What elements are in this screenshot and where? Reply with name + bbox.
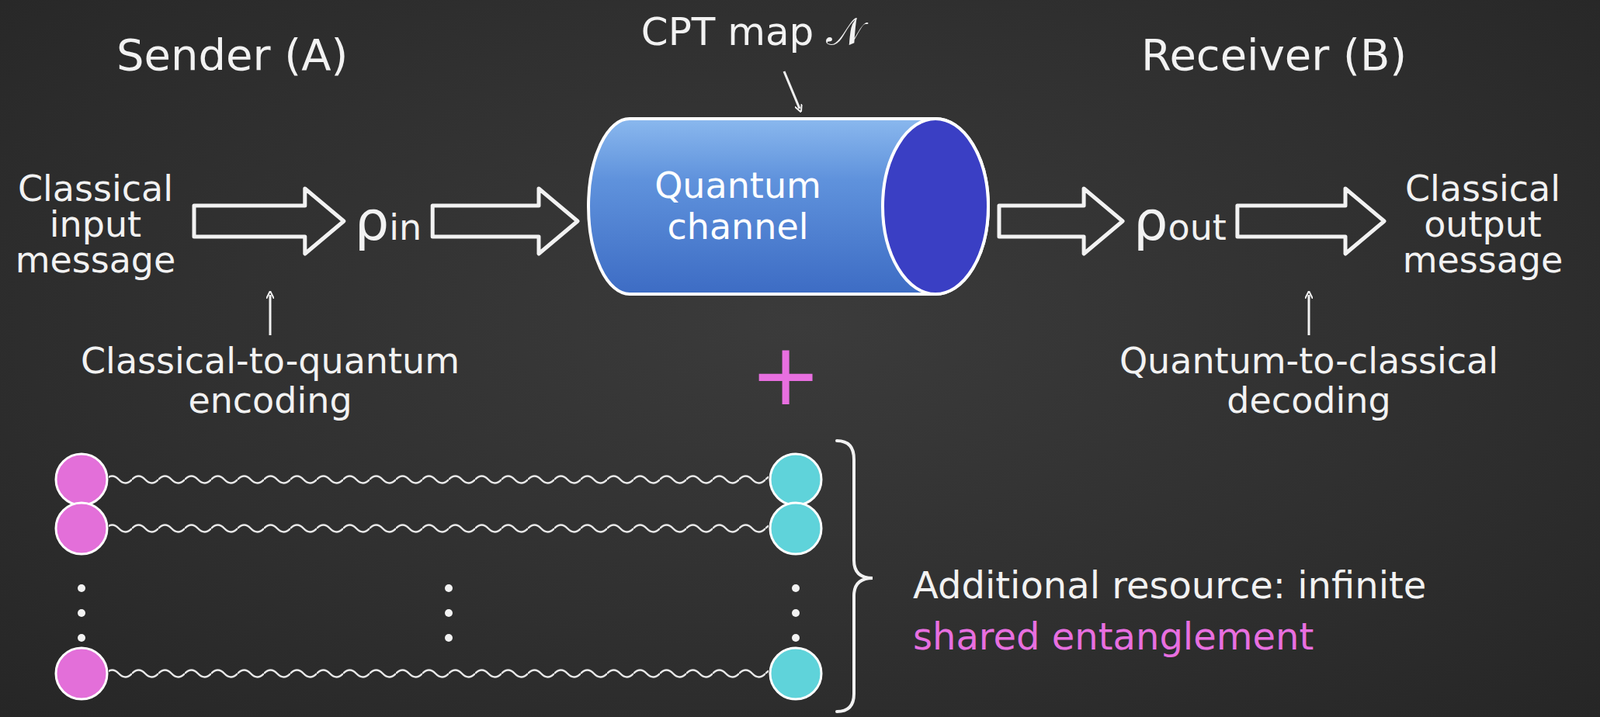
ellipsis-dot xyxy=(791,634,800,643)
receiver-qubit xyxy=(770,648,822,700)
node-text: Classical input message xyxy=(6,170,185,278)
sender-qubit xyxy=(55,648,108,700)
quantum-channel-cylinder: Quantum channel xyxy=(586,117,990,296)
node-text: ρin xyxy=(354,191,422,252)
cylinder-body xyxy=(588,118,989,295)
node-text: Classical output message xyxy=(1393,170,1573,278)
sender-qubit xyxy=(55,454,108,506)
pointer-arrow xyxy=(784,71,800,109)
party-title: Receiver (B) xyxy=(1141,31,1407,80)
pointer-arrow xyxy=(269,295,272,336)
entanglement-wave xyxy=(108,666,769,682)
resource-note: Additional resource: infinite xyxy=(912,565,1427,607)
receiver-qubit xyxy=(770,503,822,555)
decoding-note: Quantum-to-classical decoding xyxy=(1075,341,1542,420)
ellipsis-dot xyxy=(791,609,800,618)
hollow-arrow xyxy=(1237,188,1385,254)
ellipsis-dot xyxy=(444,584,453,593)
hollow-arrow xyxy=(432,188,578,254)
sender-qubit xyxy=(55,503,108,555)
ellipsis-dot xyxy=(791,584,800,593)
entanglement-wave xyxy=(108,520,769,537)
entanglement-wave xyxy=(108,472,769,488)
hollow-arrow xyxy=(999,188,1123,254)
curly-brace xyxy=(836,440,873,712)
cylinder-end xyxy=(882,118,989,295)
ellipsis-dot xyxy=(77,584,86,593)
plus-sign: + xyxy=(723,332,848,418)
ellipsis-dot xyxy=(77,609,86,618)
party-title: Sender (A) xyxy=(116,31,348,80)
message-text: Classical output message xyxy=(1393,170,1573,278)
state-symbol: ρin xyxy=(353,191,424,252)
map-label: CPT map 𝒩 xyxy=(550,10,955,54)
state-symbol: ρout xyxy=(1131,191,1229,252)
receiver-qubit xyxy=(770,454,822,506)
ellipsis-dot xyxy=(444,634,453,643)
ellipsis-dot xyxy=(444,609,453,618)
hollow-arrow xyxy=(194,188,344,254)
node-text: Quantum channel xyxy=(617,165,858,248)
node-text: ρout xyxy=(1133,191,1227,252)
encoding-note: Classical-to-quantum encoding xyxy=(37,341,504,420)
resource-note: shared entanglement xyxy=(912,616,1314,658)
pointer-arrow xyxy=(1308,295,1311,336)
ellipsis-dot xyxy=(77,634,86,643)
message-text: Classical input message xyxy=(6,170,185,278)
